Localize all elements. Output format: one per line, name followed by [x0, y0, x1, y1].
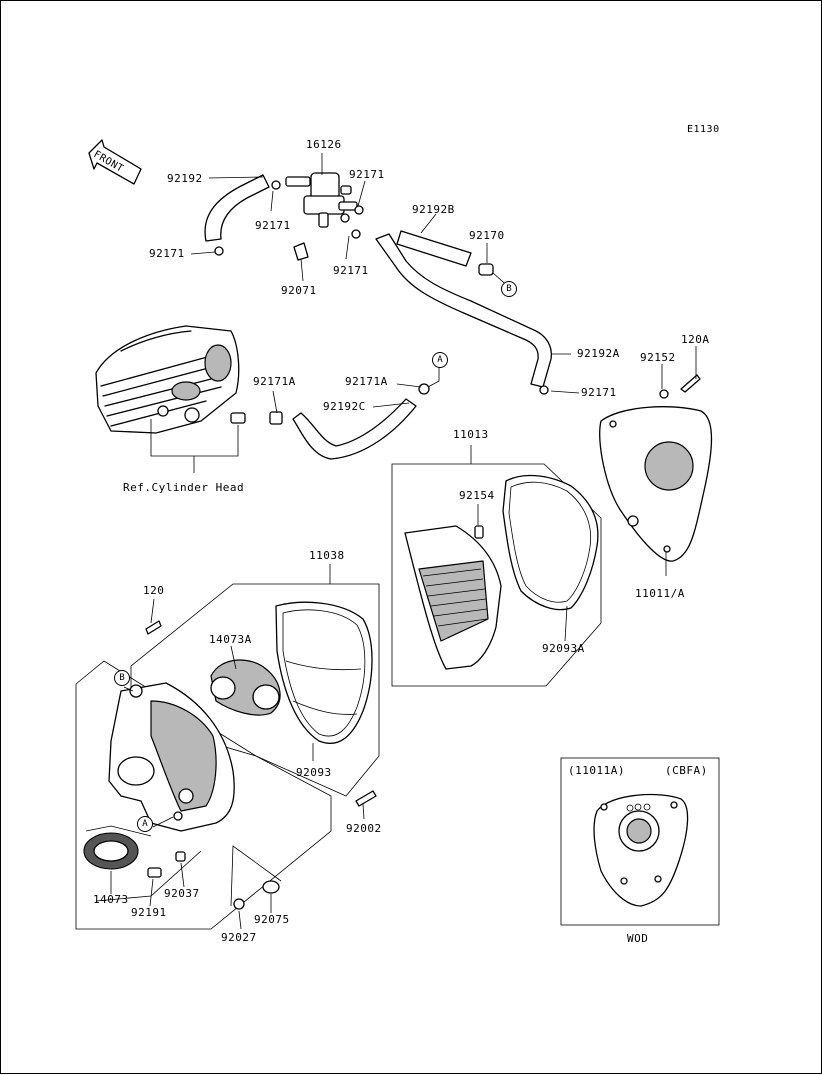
callout-a: A: [432, 352, 448, 368]
label-92171: 92171: [255, 219, 291, 232]
hose-92192B: [396, 230, 472, 267]
label-92027: 92027: [221, 931, 257, 944]
label-92037: 92037: [164, 887, 200, 900]
hose-92192A: [375, 233, 552, 388]
hose-92192C: [292, 398, 417, 460]
label-92171: 92171: [581, 386, 617, 399]
label-11038: 11038: [309, 549, 345, 562]
label-92192A: 92192A: [577, 347, 620, 360]
label-92171: 92171: [349, 168, 385, 181]
label-11011-A: 11011/A: [635, 587, 685, 600]
leader-lines: [110, 153, 697, 930]
label-92071: 92071: [281, 284, 317, 297]
label-11013: 11013: [453, 428, 489, 441]
label-14073A: 14073A: [209, 633, 252, 646]
label-92154: 92154: [459, 489, 495, 502]
inset-left-tag: (11011A): [568, 764, 625, 777]
label-92192: 92192: [167, 172, 203, 185]
intake-duct-14073A: [210, 659, 281, 716]
cap-92071: [293, 242, 309, 261]
air-filter-element: [404, 525, 502, 670]
label-14073: 14073: [93, 893, 129, 906]
label-ref-cylinder-head: Ref.Cylinder Head: [123, 481, 245, 494]
label-92192C: 92192C: [323, 400, 366, 413]
valve-16126: [285, 172, 358, 228]
label-92191: 92191: [131, 906, 167, 919]
label-92002: 92002: [346, 822, 382, 835]
inset-caption: WOD: [627, 932, 649, 945]
gasket-92093: [275, 601, 373, 744]
label-120A: 120A: [681, 333, 710, 346]
air-cleaner-cover: [599, 406, 713, 562]
gasket-92093A: [502, 474, 599, 611]
label-92171A: 92171A: [253, 375, 296, 388]
label-120: 120: [143, 584, 165, 597]
diagram-code: E1130: [687, 124, 720, 135]
callout-b: B: [114, 670, 130, 686]
label-92171A: 92171A: [345, 375, 388, 388]
air-cleaner-base: [108, 682, 235, 832]
hose-92192: [204, 174, 270, 242]
callout-a: A: [137, 816, 153, 832]
label-92192B: 92192B: [412, 203, 455, 216]
label-92093: 92093: [296, 766, 332, 779]
label-92171: 92171: [333, 264, 369, 277]
label-92093A: 92093A: [542, 642, 585, 655]
label-92170: 92170: [469, 229, 505, 242]
label-92152: 92152: [640, 351, 676, 364]
label-16126: 16126: [306, 138, 342, 151]
front-arrow-icon: [88, 139, 142, 185]
cylinder-head: [95, 325, 240, 434]
callout-b: B: [501, 281, 517, 297]
inset-cover-cbfa: [593, 793, 689, 907]
inset-right-tag: (CBFA): [665, 764, 708, 777]
label-92171: 92171: [149, 247, 185, 260]
label-92075: 92075: [254, 913, 290, 926]
